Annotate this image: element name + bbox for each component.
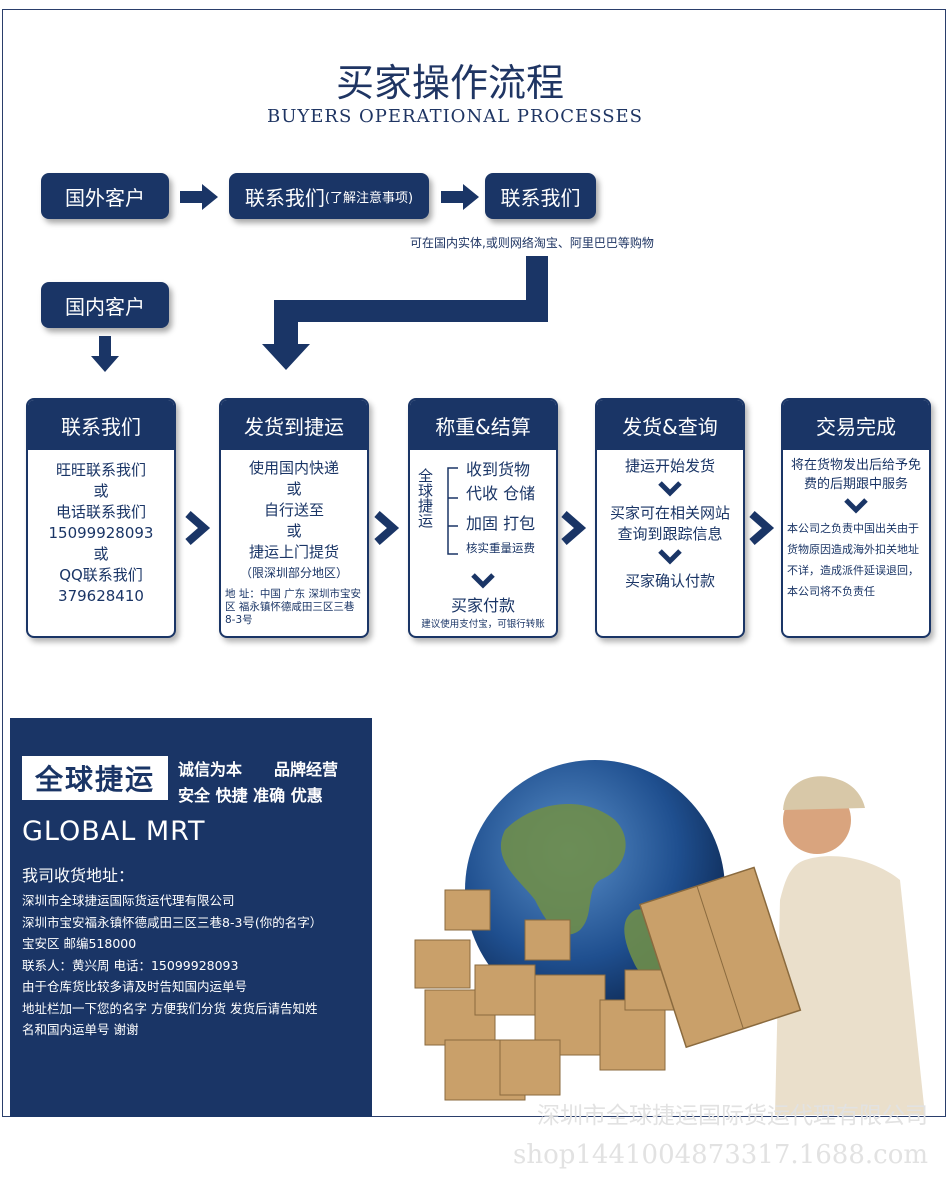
- address-line: 由于仓库货比较多请及时告知国内运单号: [22, 979, 248, 994]
- arrow-down-icon: [91, 336, 119, 372]
- process-item: 收到货物: [466, 460, 531, 479]
- step-line: （限深圳部分地区）: [239, 566, 348, 580]
- step-card-ship-track: 发货&查询 捷运开始发货 买家可在相关网站查询到跟踪信息 买家确认付款: [595, 398, 745, 638]
- slogan-line-2: 安全 快捷 准确 优惠: [178, 786, 323, 805]
- contact-notes-box: 联系我们(了解注意事项): [229, 173, 429, 219]
- address-block: 深圳市全球捷运国际货运代理有限公司 深圳市宝安福永镇怀德咸田三区三巷8-3号(你…: [22, 890, 322, 1041]
- company-panel: 全球捷运 诚信为本 品牌经营 安全 快捷 准确 优惠 GLOBAL MRT 我司…: [10, 718, 372, 1117]
- globe-courier-illustration: [414, 760, 925, 1115]
- step-line: 旺旺联系我们: [55, 461, 146, 479]
- chevron-down-icon: [471, 573, 495, 589]
- arrow-right-icon: [441, 184, 479, 210]
- chevron-down-icon: [844, 498, 868, 514]
- address-line: 地址栏加一下您的名字 方便我们分货 发货后请告知姓: [22, 1000, 318, 1016]
- contact-notes-label: 联系我们: [244, 185, 325, 210]
- foreign-customer-box: 国外客户: [41, 173, 169, 219]
- contact-box: 联系我们: [485, 173, 596, 219]
- step-line: 或: [93, 545, 109, 563]
- address-line: 名和国内运单号 谢谢: [22, 1022, 139, 1037]
- bracket-icon: [447, 467, 458, 555]
- step-card-contact: 联系我们 旺旺联系我们 或 电话联系我们 15099928093 或 QQ联系我…: [26, 398, 176, 638]
- contact-notes-small: (了解注意事项): [324, 190, 414, 206]
- step-line: 或: [286, 480, 302, 498]
- step-title: 称重&结算: [410, 400, 556, 450]
- disclaimer: 本公司之负责中国出关由于货物原因造成海外扣关地址不详，造成派件延误退回，本公司将…: [787, 522, 919, 598]
- shopping-note: 可在国内实体,或则网络淘宝、阿里巴巴等购物: [410, 236, 654, 250]
- address-heading: 我司收货地址：: [22, 866, 135, 885]
- process-item: 核实重量运费: [466, 541, 535, 555]
- step-line: 或: [286, 522, 302, 540]
- process-item: 代收 仓储: [466, 484, 536, 503]
- chevron-right-icon: [185, 510, 211, 546]
- address-line: 深圳市宝安福永镇怀德咸田三区三巷8-3号(你的名字）: [22, 914, 323, 930]
- step-line: 自行送至: [263, 501, 324, 519]
- step-title: 发货&查询: [597, 400, 743, 450]
- domestic-customer-label: 国内客户: [65, 294, 145, 319]
- step-card-complete: 交易完成 将在货物发出后给予免费的后期跟中服务 本公司之负责中国出关由于货物原因…: [781, 398, 931, 638]
- contact-label: 联系我们: [500, 185, 581, 210]
- company-logo: 全球捷运: [22, 756, 168, 800]
- arrow-right-icon: [180, 184, 218, 210]
- diagram-frame: [2, 9, 946, 1117]
- brand-name: GLOBAL MRT: [22, 816, 206, 847]
- chevron-right-icon: [561, 510, 587, 546]
- step-line: 379628410: [58, 587, 144, 605]
- side-label: 全球捷运: [416, 468, 434, 528]
- chevron-right-icon: [749, 510, 775, 546]
- page-title: 买家操作流程: [335, 61, 564, 105]
- step-line: 捷运上门提货: [248, 543, 339, 561]
- watermark-shop: shop1441004873317.1688.com: [513, 1140, 928, 1170]
- foreign-customer-label: 国外客户: [65, 185, 145, 210]
- buyer-pay: 买家付款: [450, 596, 515, 615]
- step-title: 交易完成: [783, 400, 929, 450]
- step-line: 买家可在相关网站查询到跟踪信息: [609, 504, 730, 543]
- step-line: 电话联系我们: [55, 503, 146, 521]
- chevron-right-icon: [374, 510, 400, 546]
- chevron-down-icon: [658, 481, 682, 497]
- process-item: 加固 打包: [466, 514, 536, 533]
- warehouse-address: 地 址：中国 广东 深圳市宝安区 福永镇怀德咸田三区三巷8-3号: [225, 588, 362, 626]
- elbow-arrow-icon: [262, 256, 548, 370]
- step-card-ship-to-mrt: 发货到捷运 使用国内快递 或 自行送至 或 捷运上门提货 （限深圳部分地区） 地…: [219, 398, 369, 638]
- pay-note: 建议使用支付宝，可银行转账: [421, 619, 545, 630]
- address-line: 联系人：黄兴周 电话：15099928093: [22, 957, 239, 973]
- step-line: 捷运开始发货: [624, 457, 715, 475]
- step-line: 将在货物发出后给予免费的后期跟中服务: [790, 458, 921, 492]
- domestic-customer-box: 国内客户: [41, 282, 169, 328]
- step-line: 15099928093: [48, 524, 154, 542]
- address-line: 深圳市全球捷运国际货运代理有限公司: [22, 893, 235, 908]
- step-title: 联系我们: [28, 400, 174, 450]
- chevron-down-icon: [658, 549, 682, 565]
- step-line: 使用国内快递: [248, 459, 339, 477]
- page-subtitle: BUYERS OPERATIONAL PROCESSES: [266, 106, 644, 127]
- step-line: QQ联系我们: [59, 566, 143, 584]
- step-line: 买家确认付款: [624, 572, 715, 590]
- step-line: 或: [93, 482, 109, 500]
- step-title: 发货到捷运: [221, 400, 367, 450]
- watermark-company: 深圳市全球捷运国际货运代理有限公司: [537, 1103, 928, 1129]
- step-card-weigh-settle: 称重&结算 全球捷运 收到货物 代收 仓储 加固 打包 核实重量运费 买家付款 …: [408, 398, 558, 638]
- slogan-line-1: 诚信为本 品牌经营: [178, 760, 339, 779]
- address-line: 宝安区 邮编518000: [22, 936, 137, 951]
